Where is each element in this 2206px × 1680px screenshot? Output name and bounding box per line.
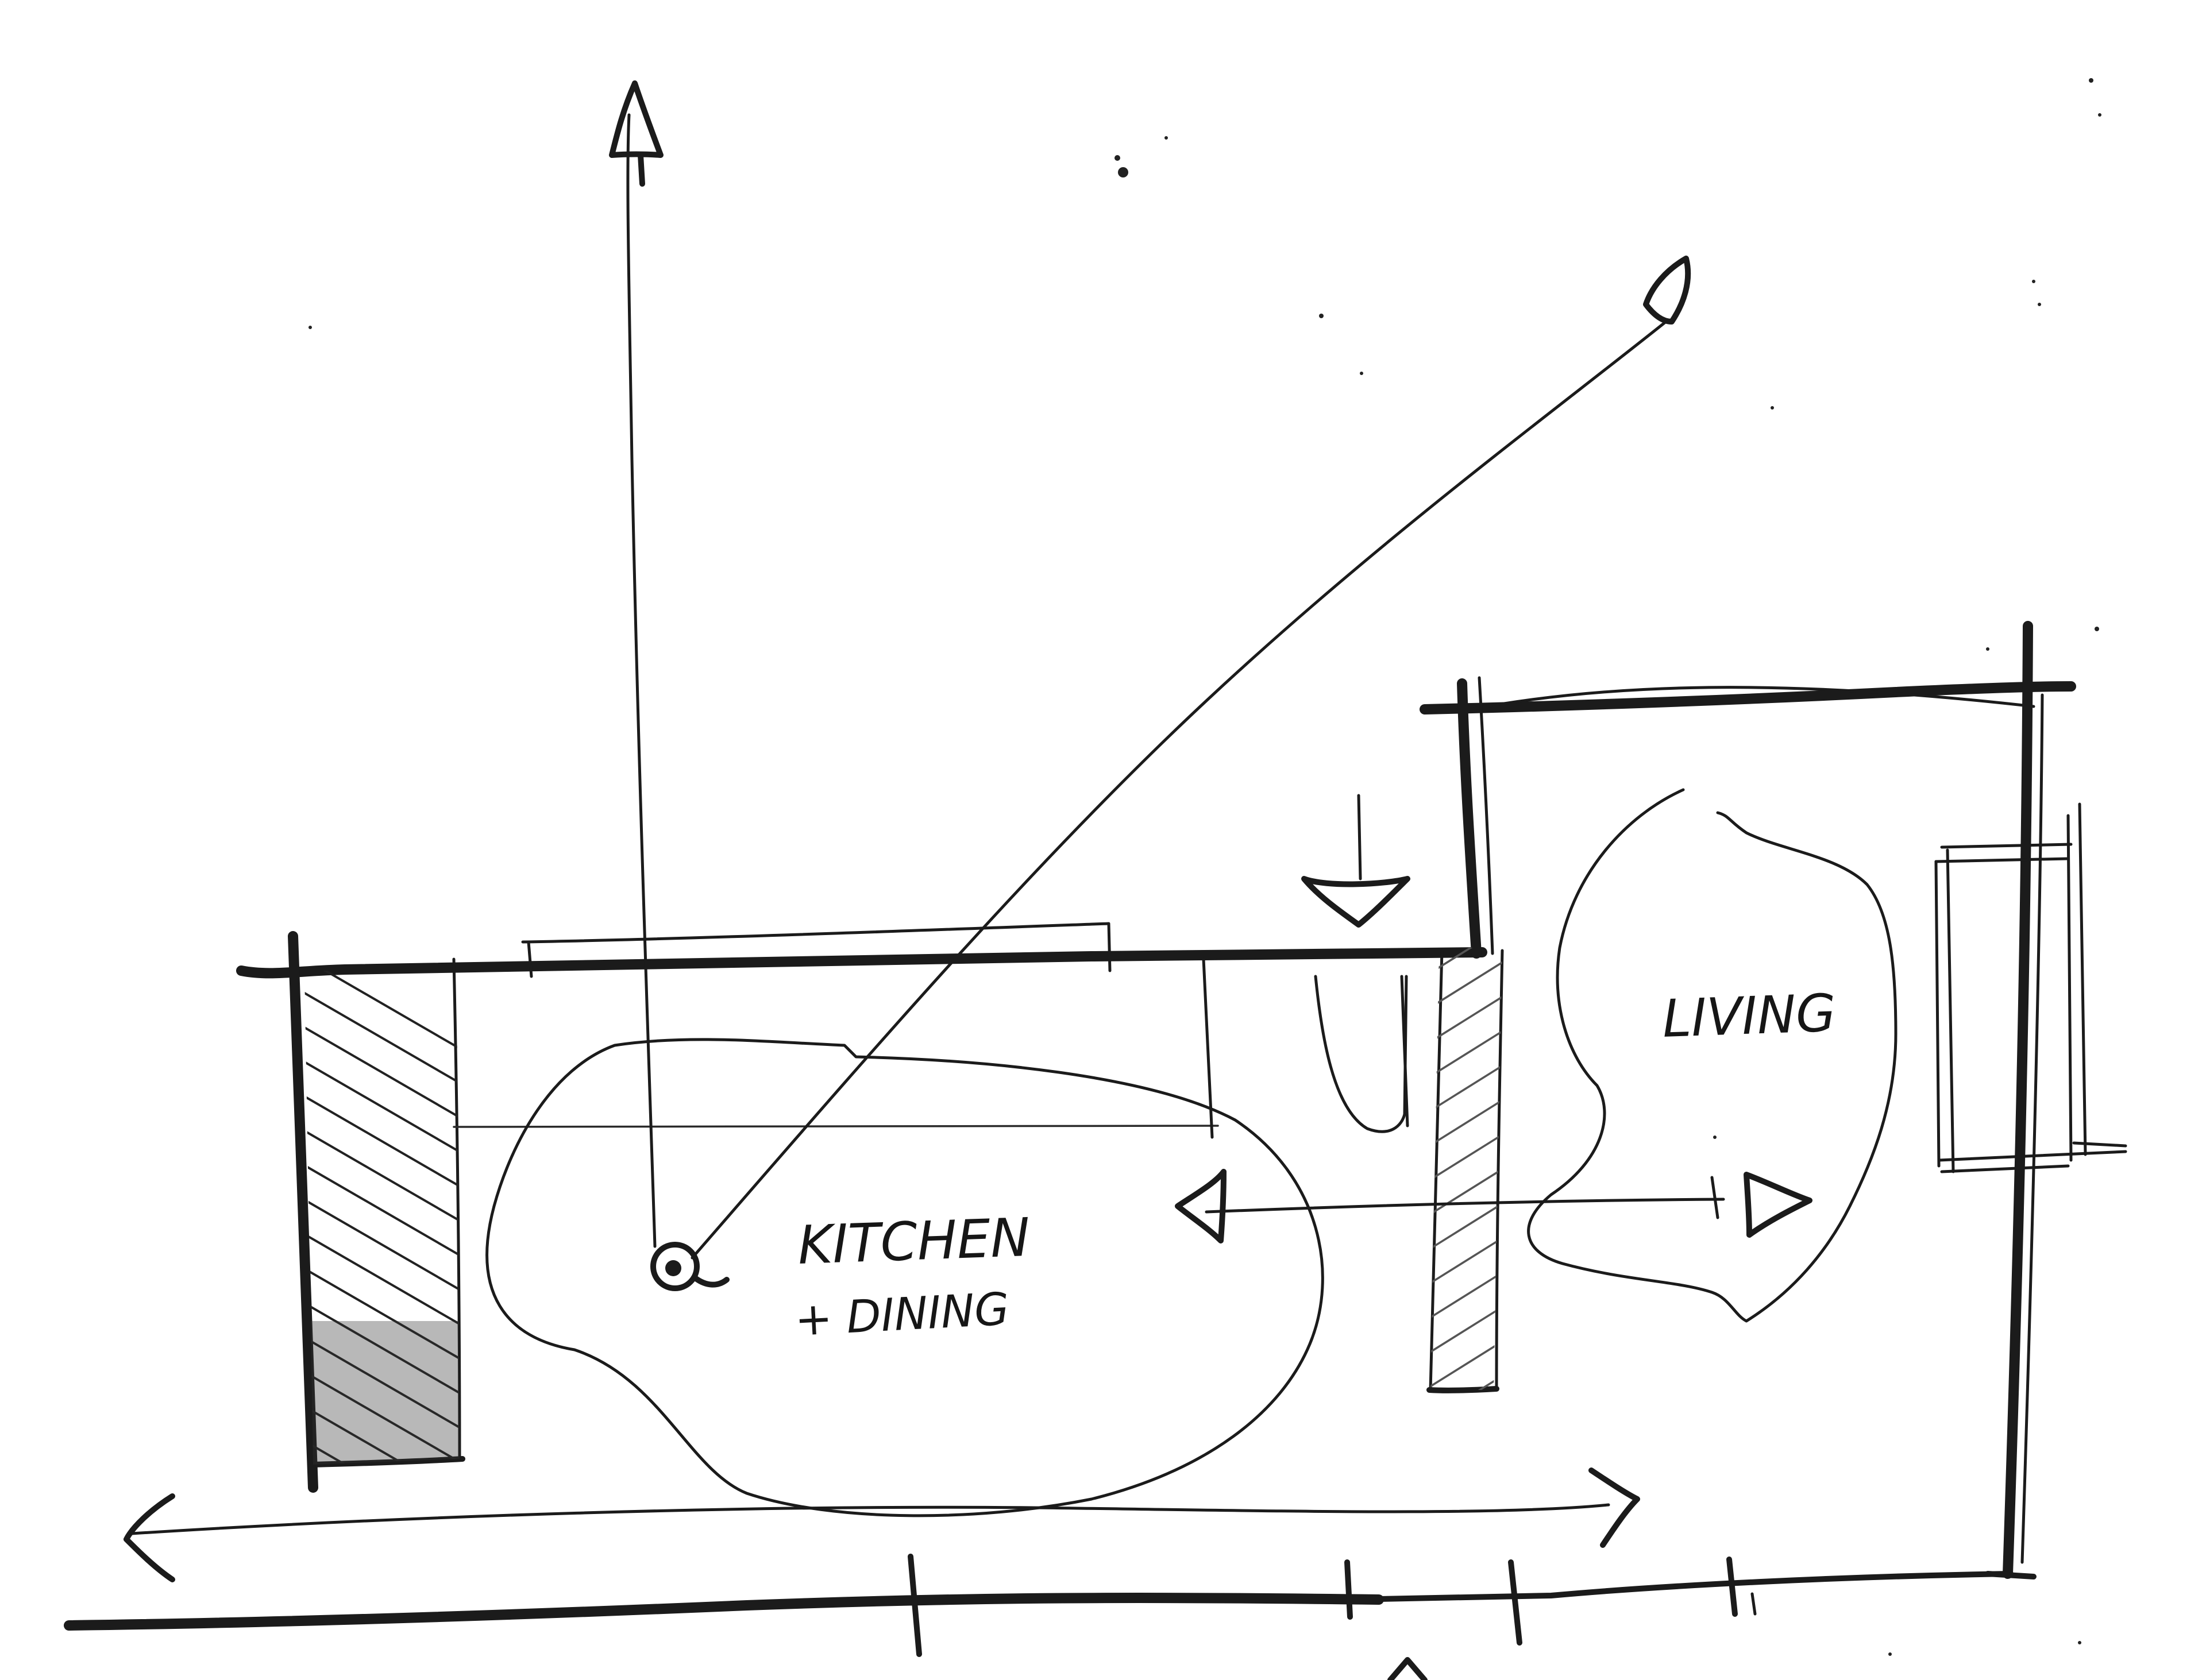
entry-arrow-icon [1301, 794, 1410, 928]
upper-left-post [1457, 678, 1482, 959]
label-kitchen: KITCHEN [797, 1207, 1031, 1276]
view-line-diagonal [691, 320, 1668, 1260]
ground-right-end [1985, 1571, 2037, 1579]
paper-specks [308, 78, 2101, 1656]
counter-post [1202, 957, 1214, 1139]
right-wall [2003, 621, 2033, 1579]
arrow-right-icon [1710, 1172, 1812, 1238]
upper-left-post-thin [1478, 676, 1494, 955]
ground-tick-3 [1508, 1559, 1522, 1646]
eye-icon [650, 1242, 730, 1291]
arrow-up-icon [609, 80, 664, 187]
arrow-left-icon [1175, 1169, 1227, 1243]
roof-line-thin-2 [527, 940, 533, 978]
roof-line-thin [521, 922, 1112, 972]
ground-line-right [1347, 1571, 2014, 1602]
arrow-diagonal-icon [1643, 256, 1691, 325]
arrow-lower-left-icon [124, 1493, 175, 1582]
mid-wall [1426, 948, 1504, 1393]
counter-line [453, 1124, 1219, 1128]
right-wall-thin [2020, 693, 2044, 1564]
upper-roof-line [1420, 681, 2076, 715]
ground-tick-2 [1344, 1559, 1353, 1620]
roof-line [236, 947, 1487, 979]
lower-circulation-line [130, 1503, 1610, 1535]
entry-jamb [1400, 975, 1409, 1127]
ground-tick-1 [908, 1554, 922, 1657]
kitchen-bubble [485, 1038, 1324, 1517]
upper-roof-thin [1469, 686, 2035, 711]
label-dining: + DINING [793, 1284, 1011, 1346]
window-right [1934, 802, 2127, 1173]
arrow-lower-right-icon [1588, 1467, 1640, 1548]
ground-tick-4 [1726, 1557, 1738, 1617]
circulation-line [1205, 1198, 1725, 1214]
ground-line [64, 1593, 1384, 1631]
left-wall-base [310, 1456, 465, 1467]
view-line-vertical [626, 113, 657, 1248]
living-bubble [1527, 788, 1898, 1323]
ground-tick-5 [1750, 1592, 1757, 1616]
label-living: LIVING [1661, 983, 1837, 1049]
left-wall-outline [288, 931, 318, 1493]
bottom-peak [1387, 1657, 1428, 1680]
entry-door-swing [1314, 975, 1408, 1133]
